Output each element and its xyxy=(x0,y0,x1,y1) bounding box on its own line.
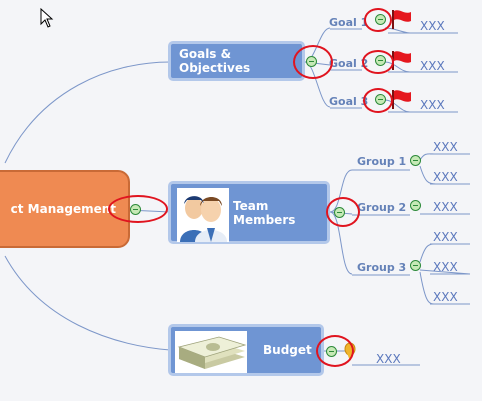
group-3-value-3[interactable]: XXX xyxy=(433,290,458,304)
goal-2-value[interactable]: XXX xyxy=(420,59,445,73)
group-1-collapse-icon[interactable] xyxy=(410,155,421,166)
budget-value[interactable]: XXX xyxy=(376,352,401,366)
highlight-ring xyxy=(316,335,354,367)
team-members-label: Team Members xyxy=(233,198,296,227)
highlight-ring xyxy=(326,197,360,227)
goals-objectives-node[interactable]: Goals & Objectives xyxy=(168,41,305,81)
goal-1-label[interactable]: Goal 1 xyxy=(329,16,369,29)
group-1-value-2[interactable]: XXX xyxy=(433,170,458,184)
highlight-ring xyxy=(362,50,394,74)
group-2-value-1[interactable]: XXX xyxy=(433,200,458,214)
red-flag-icon xyxy=(392,90,411,109)
group-1-value-1[interactable]: XXX xyxy=(433,140,458,154)
goal-2-label[interactable]: Goal 2 xyxy=(329,57,369,70)
highlight-ring xyxy=(293,45,333,79)
money-stack-icon xyxy=(175,331,247,373)
central-topic-label: ct Management xyxy=(10,202,116,216)
highlight-ring xyxy=(363,88,393,113)
budget-label: Budget xyxy=(263,343,312,357)
group-3-value-2[interactable]: XXX xyxy=(433,260,458,274)
group-1-label[interactable]: Group 1 xyxy=(357,155,407,168)
mouse-pointer-icon xyxy=(40,8,54,28)
highlight-ring xyxy=(108,195,168,223)
group-2-label[interactable]: Group 2 xyxy=(357,201,407,214)
red-flag-icon xyxy=(392,10,411,29)
team-members-node[interactable]: Team Members xyxy=(168,181,330,244)
goal-3-value[interactable]: XXX xyxy=(420,98,445,112)
group-2-collapse-icon[interactable] xyxy=(410,200,421,211)
budget-node[interactable]: Budget xyxy=(168,324,324,376)
highlight-ring xyxy=(364,8,392,32)
group-3-value-1[interactable]: XXX xyxy=(433,230,458,244)
group-3-collapse-icon[interactable] xyxy=(410,260,421,271)
goal-3-label[interactable]: Goal 3 xyxy=(329,95,369,108)
goals-objectives-label: Goals & Objectives xyxy=(179,47,251,75)
group-3-label[interactable]: Group 3 xyxy=(357,261,407,274)
goal-1-value[interactable]: XXX xyxy=(420,19,445,33)
people-icon xyxy=(177,188,229,242)
